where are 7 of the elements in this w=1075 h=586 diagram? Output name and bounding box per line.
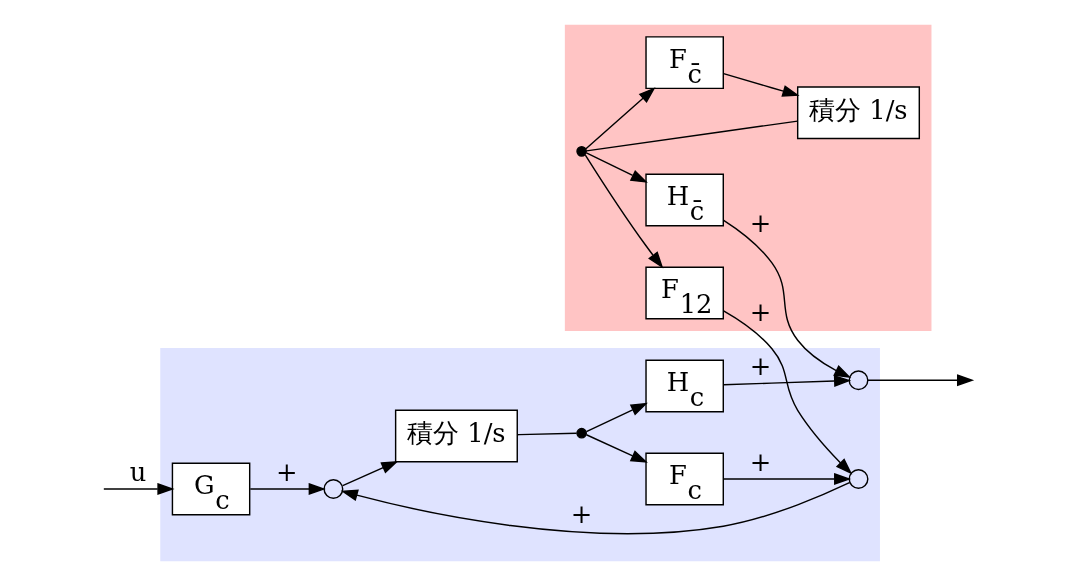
edge-label: + — [749, 351, 771, 382]
edge-label: u — [129, 457, 146, 488]
edge-label: + — [570, 498, 592, 529]
edge-label: + — [275, 457, 298, 488]
edge-label: + — [749, 446, 771, 477]
edge-label: + — [749, 296, 771, 327]
edge-label: + — [749, 208, 771, 239]
